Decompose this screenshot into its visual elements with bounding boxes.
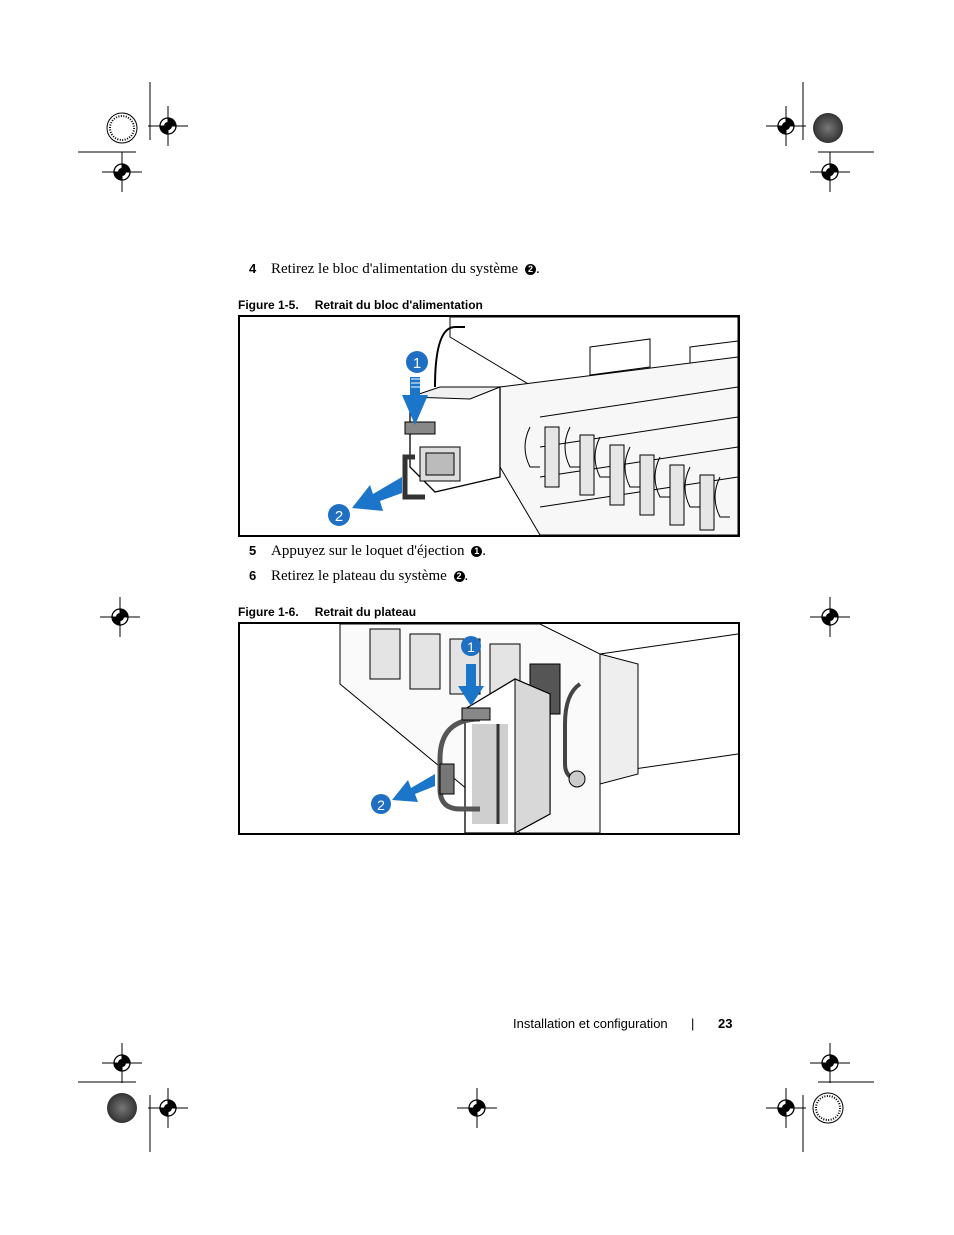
svg-text:1: 1: [467, 639, 475, 655]
step-number: 5: [249, 543, 257, 558]
figure-caption: Figure 1-5. Retrait du bloc d'alimentatio…: [238, 298, 483, 312]
callout-1: 1: [406, 351, 428, 373]
svg-text:2: 2: [335, 508, 343, 525]
callout-1: 1: [461, 636, 481, 656]
figure-label: Figure 1-5.: [238, 298, 299, 312]
arrow-out-icon: [352, 477, 402, 511]
figure-label: Figure 1-6.: [238, 605, 299, 619]
callout-marker: 1: [471, 546, 483, 557]
callout-marker: 2: [453, 571, 465, 582]
arrow-down-icon: [402, 377, 428, 425]
step-number: 6: [249, 568, 257, 583]
callout-2: 2: [328, 504, 350, 526]
step-text: Appuyez sur le loquet d'éjection: [271, 543, 465, 559]
figure-caption: Figure 1-6. Retrait du plateau: [238, 605, 416, 619]
footer-section: Installation et configuration: [513, 1016, 668, 1031]
step-number: 4: [249, 261, 257, 276]
step-text: Retirez le plateau du système: [271, 568, 447, 584]
psu-illustration: 1 2: [328, 317, 738, 535]
figure-tray-removal: 1 2: [238, 622, 740, 835]
callout-2: 2: [371, 794, 391, 814]
page-number: 23: [718, 1016, 733, 1031]
tray-illustration: 1 2: [339, 624, 738, 833]
svg-text:1: 1: [413, 355, 421, 372]
callout-marker: 2: [524, 264, 536, 275]
figure-title: Retrait du plateau: [314, 605, 417, 619]
step-text: Retirez le bloc d'alimentation du systèm…: [271, 261, 519, 277]
step-4: 4 Retirez le bloc d'alimentation du systè…: [249, 261, 540, 277]
footer-separator: |: [691, 1016, 695, 1031]
figure-title: Retrait du bloc d'alimentation: [314, 298, 483, 312]
arrow-out-icon: [392, 774, 435, 802]
svg-text:2: 2: [377, 797, 385, 813]
arrow-down-icon: [458, 664, 484, 706]
figure-psu-removal: 1 2: [238, 315, 740, 537]
